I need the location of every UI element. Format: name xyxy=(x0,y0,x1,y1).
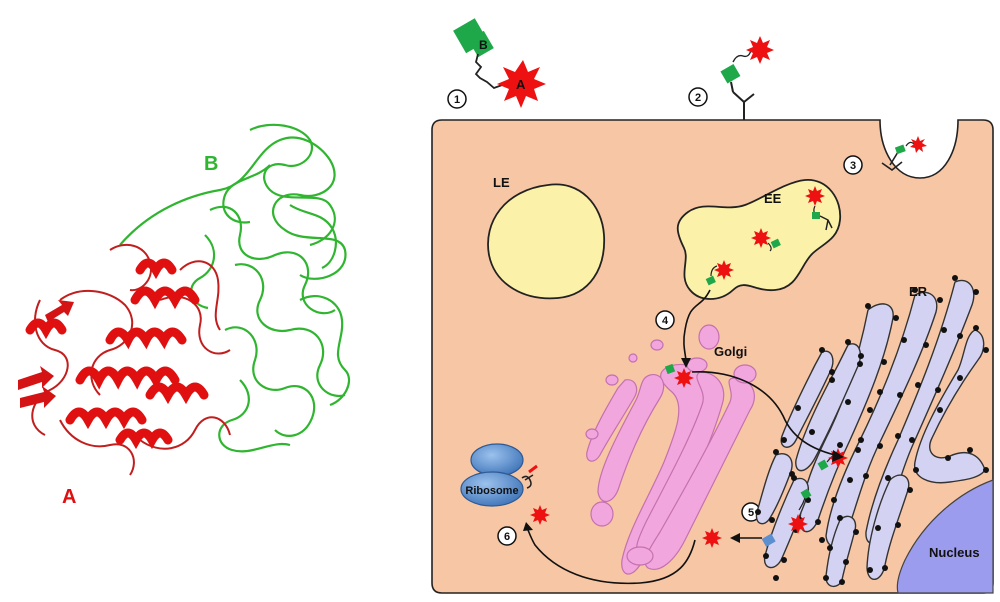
toxin-b-subunit xyxy=(800,488,812,500)
cytosolic-toxin-a xyxy=(702,528,722,548)
protein-structure: B A xyxy=(18,123,351,508)
golgi-apparatus xyxy=(585,324,757,575)
toxin-b-subunit xyxy=(770,238,781,249)
step-2-circle xyxy=(688,87,708,107)
toxin-a-label: A xyxy=(516,77,526,92)
toxin-b-subunit-part xyxy=(468,30,494,58)
chain-b-coil xyxy=(119,123,351,453)
toxin-b-subunit xyxy=(705,275,716,286)
toxin-b-label: B xyxy=(479,38,488,52)
ribosome-label: Ribosome xyxy=(465,485,518,497)
cell-diagram: B A 1 2 3 4 5 6 LE xyxy=(431,18,994,594)
step-2-number: 2 xyxy=(695,92,701,104)
nucleus-label: Nucleus xyxy=(929,545,980,560)
toxin-b-subunit xyxy=(812,212,820,219)
toxin-b-subunit xyxy=(720,63,741,84)
toxin-a-star xyxy=(788,514,808,534)
ribosome: Ribosome xyxy=(460,443,538,507)
late-endosome xyxy=(487,183,605,300)
le-label: LE xyxy=(493,175,510,190)
er-label: ER xyxy=(909,284,928,299)
toxin-a-star xyxy=(674,368,694,388)
arrow-heads xyxy=(523,358,844,543)
translocon xyxy=(761,533,776,547)
membrane-receptor xyxy=(730,81,755,120)
toxin-a-star xyxy=(805,186,825,206)
chain-a-label: A xyxy=(62,486,76,508)
step-3-circle xyxy=(843,155,863,175)
step-6-circle xyxy=(497,526,517,546)
golgi-label: Golgi xyxy=(714,344,747,359)
step-3-number: 3 xyxy=(850,160,856,172)
toxin-step-2 xyxy=(720,36,774,84)
step-1-number: 1 xyxy=(454,94,460,106)
toxin-b-subunit xyxy=(894,144,906,155)
step-1-circle xyxy=(447,89,467,109)
cytosolic-toxin-a-2 xyxy=(530,505,550,525)
step-4-circle xyxy=(655,310,675,330)
chain-a-sheets xyxy=(18,300,74,408)
toxin-a-star xyxy=(910,136,927,153)
toxin-step-1: B A xyxy=(453,18,546,108)
ee-to-golgi-arrow xyxy=(683,289,711,363)
toxin-a-star xyxy=(714,260,734,280)
toxin-a-star xyxy=(751,228,771,248)
nucleus xyxy=(896,479,994,594)
step-6-number: 6 xyxy=(504,531,510,543)
toxin-a-star xyxy=(746,36,774,64)
toxin-a-star-large xyxy=(497,60,546,108)
internalizing-vesicle xyxy=(881,136,927,171)
golgi-to-er-arrow xyxy=(691,371,836,456)
ee-label: EE xyxy=(764,191,782,206)
step-markers xyxy=(447,87,863,546)
golgi-toxin xyxy=(664,363,694,388)
step-5-number: 5 xyxy=(748,507,754,519)
step-4-number: 4 xyxy=(662,315,669,327)
trafficking-arrows xyxy=(527,289,836,585)
toxin-b-subunit xyxy=(664,363,676,375)
toxin-b-subunit xyxy=(817,459,829,471)
cytosol-to-ribosome-arrow xyxy=(527,529,696,585)
chain-a-helices xyxy=(25,258,209,450)
ee-toxins xyxy=(705,186,833,286)
chain-b-label: B xyxy=(204,153,218,175)
